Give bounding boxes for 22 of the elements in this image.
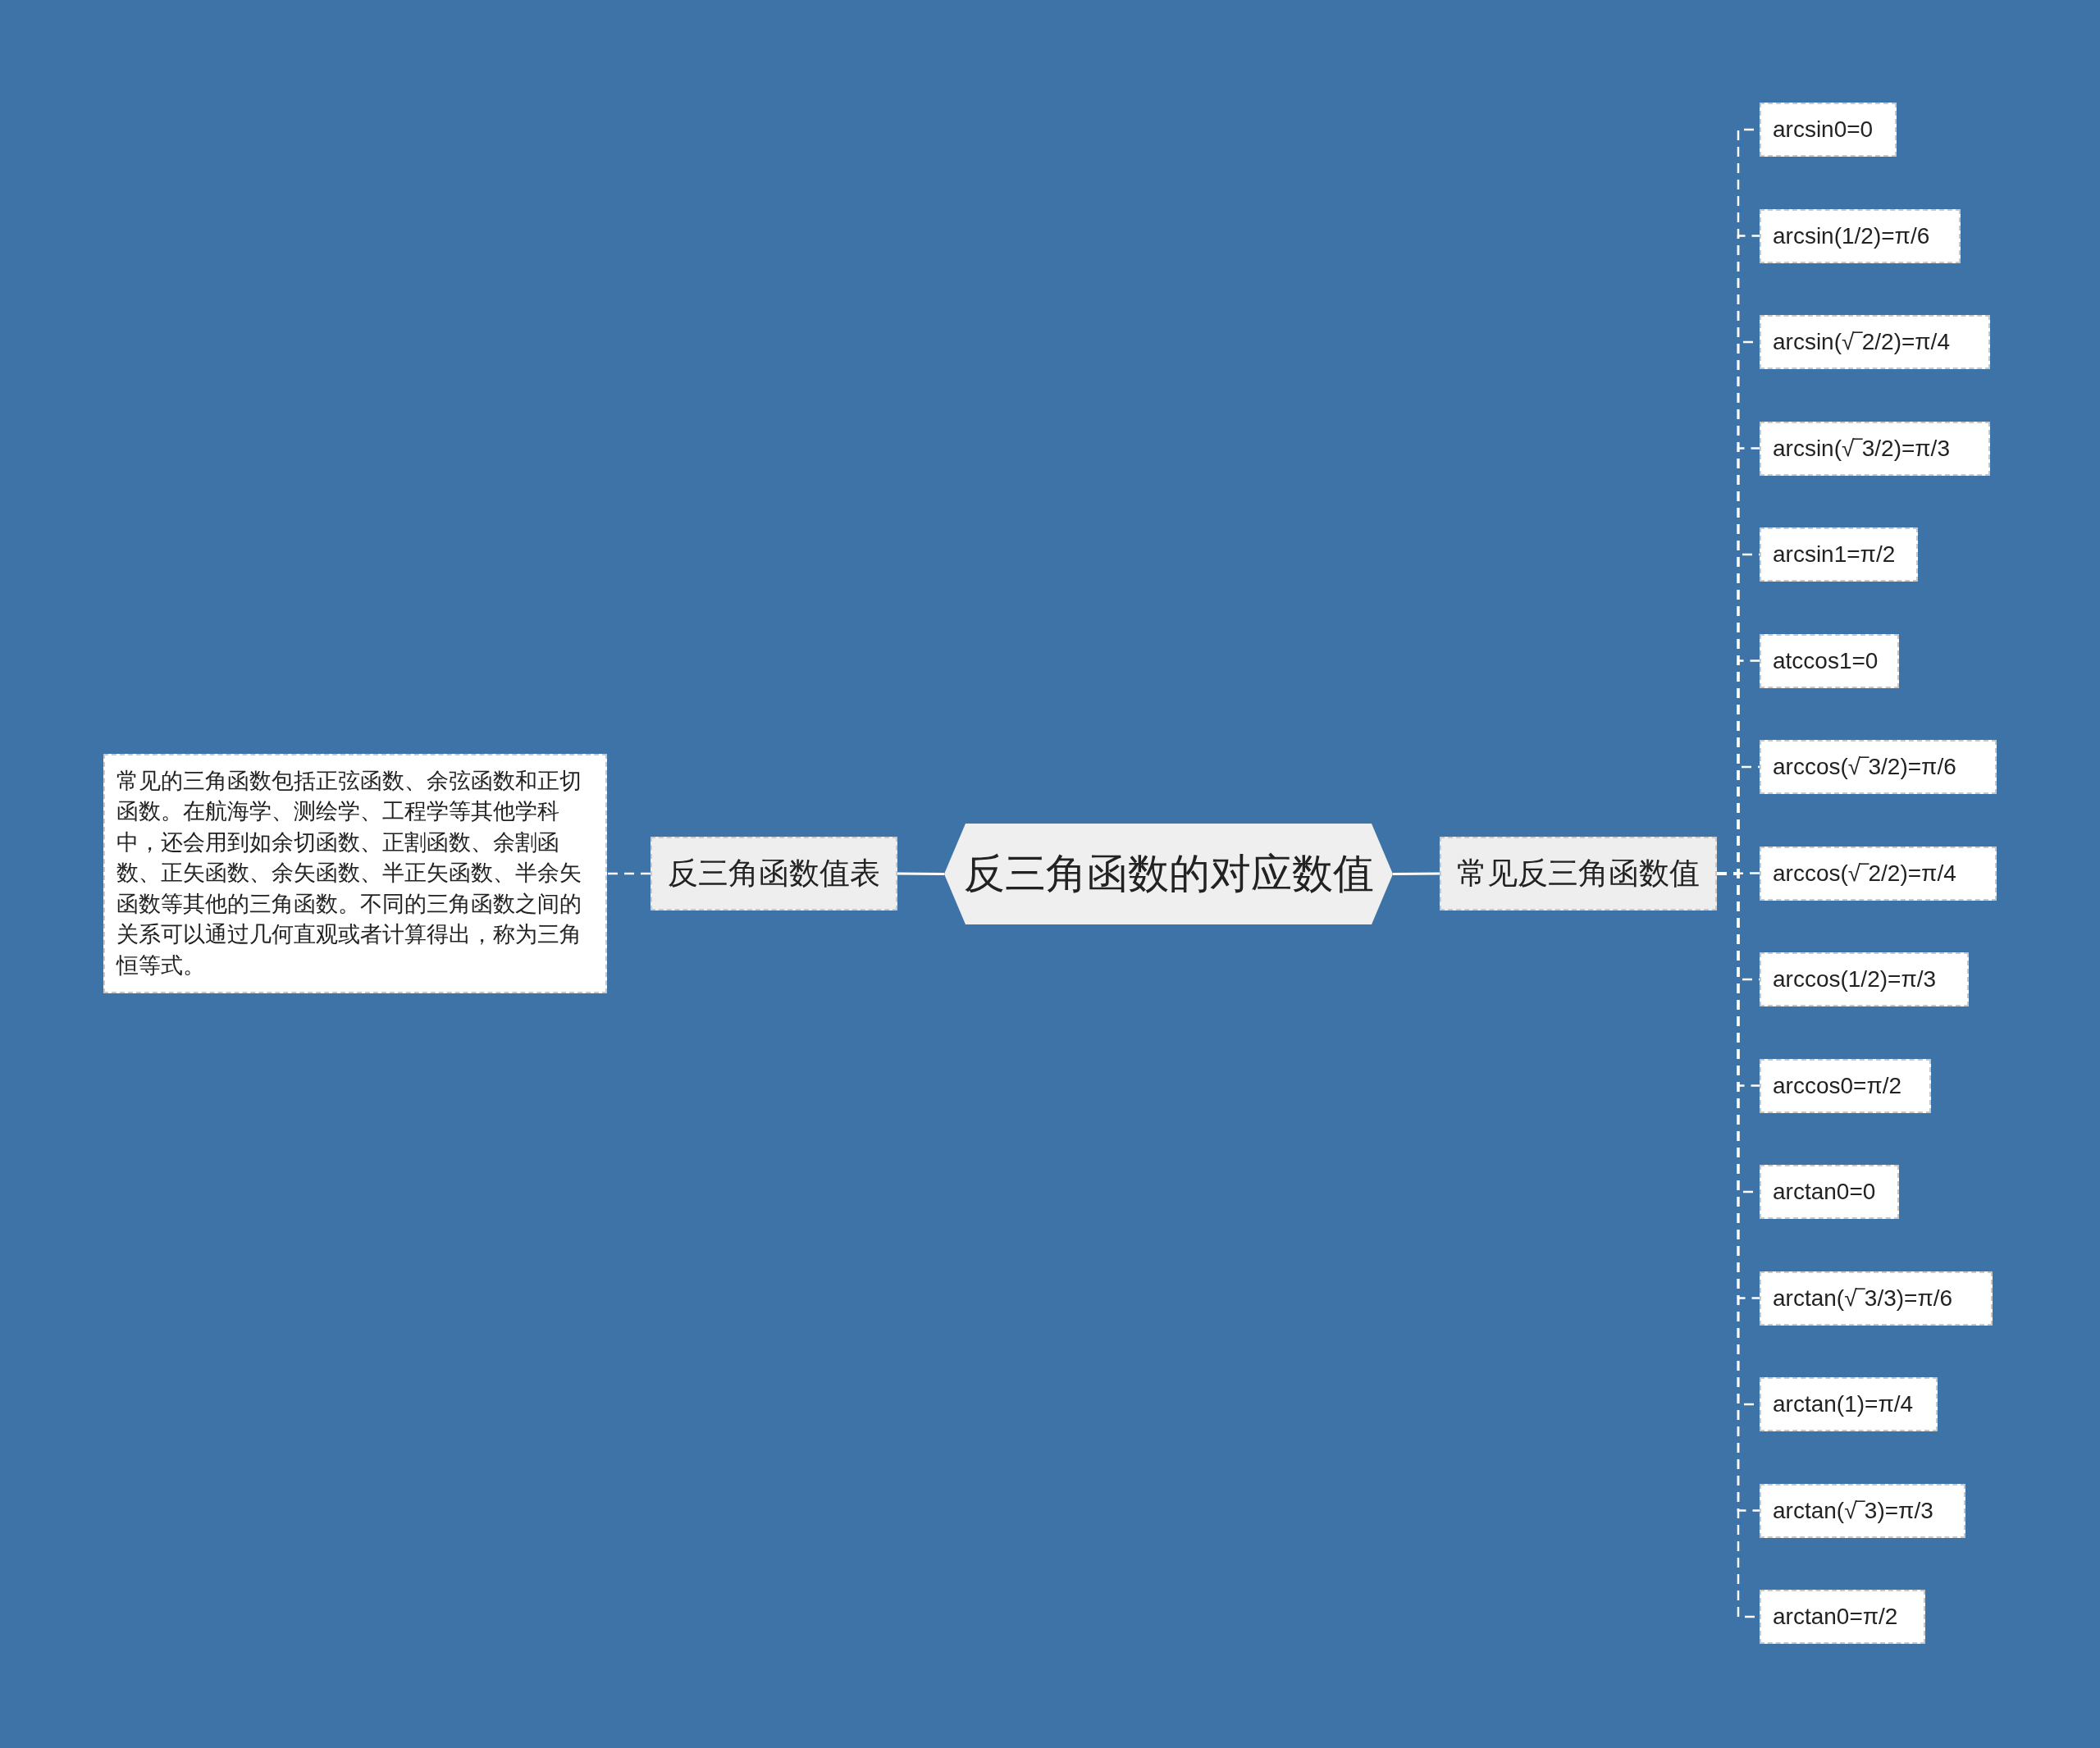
value-box: arcsin(1/2)=π/6	[1760, 208, 1961, 263]
value-box: arctan(1)=π/4	[1760, 1377, 1938, 1431]
note-box: 常见的三角函数包括正弦函数、余弦函数和正切函数。在航海学、测绘学、工程学等其他学科中，还会用到如余切函数、正割函数、余割函数、正矢函数、余矢函数、半正矢函数、半余矢函数等其他的三角函数。不同的三角函数之间的关系可以通过几何直观或者计算得出，称为三角恒等式。	[103, 754, 607, 993]
topic-box: 反三角函数值表	[651, 837, 897, 911]
value-box: arctan0=π/2	[1760, 1590, 1925, 1644]
value-box: arccos0=π/2	[1760, 1058, 1931, 1113]
value-box: arccos(1/2)=π/3	[1760, 952, 1969, 1006]
value-box: arccos(√‾3/2)=π/6	[1760, 740, 1997, 794]
connector-line	[897, 872, 944, 875]
value-box: arctan0=0	[1760, 1165, 1899, 1219]
connector-line	[607, 872, 651, 875]
connector-line	[1393, 872, 1440, 875]
value-box: arcsin1=π/2	[1760, 527, 1918, 582]
topic-box: 常见反三角函数值	[1440, 837, 1717, 911]
value-box: arccos(√‾2/2)=π/4	[1760, 846, 1997, 901]
value-box: arcsin0=0	[1760, 103, 1897, 157]
value-box: arctan(√‾3)=π/3	[1760, 1483, 1965, 1538]
central-topic: 反三角函数的对应数值	[944, 824, 1393, 924]
value-box: arcsin(√‾3/2)=π/3	[1760, 421, 1990, 476]
value-box: arcsin(√‾2/2)=π/4	[1760, 315, 1990, 369]
value-box: arctan(√‾3/3)=π/6	[1760, 1271, 1993, 1326]
value-box: atccos1=0	[1760, 633, 1899, 688]
